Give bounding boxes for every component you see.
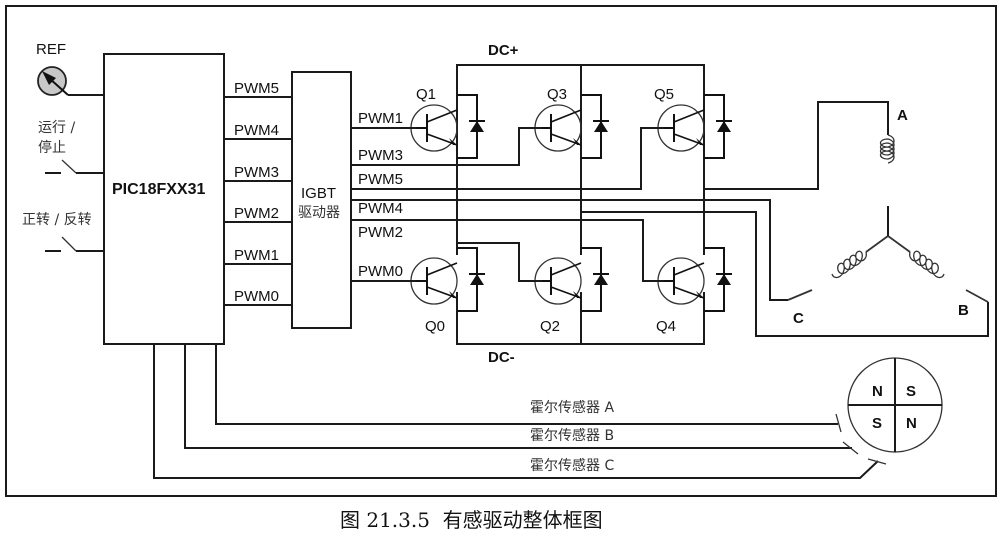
hall-b-label: 霍尔传感器 B bbox=[530, 427, 614, 444]
pole-3: S bbox=[872, 415, 882, 432]
hall-a-label: 霍尔传感器 A bbox=[530, 399, 614, 416]
direction-label: 正转 / 反转 bbox=[22, 212, 92, 228]
drv-pwm4: PWM4 bbox=[358, 200, 403, 217]
run-stop-label-1: 运行 / bbox=[38, 120, 75, 136]
drv-pwm5: PWM5 bbox=[358, 171, 403, 188]
q0-transistor-icon bbox=[410, 247, 485, 312]
rotor-icon bbox=[847, 357, 943, 453]
drv-pwm3: PWM3 bbox=[358, 147, 403, 164]
phase-wires bbox=[457, 101, 989, 337]
controller-pwm-lines bbox=[224, 96, 292, 306]
direction-switch-icon bbox=[45, 236, 104, 252]
controller-block bbox=[103, 53, 225, 345]
dc-plus-label: DC+ bbox=[488, 42, 519, 59]
q2-label: Q2 bbox=[540, 318, 560, 335]
q5-label: Q5 bbox=[654, 86, 674, 103]
phase-b-label: B bbox=[958, 302, 969, 319]
run-stop-switch-icon bbox=[45, 159, 104, 174]
hall-c-label: 霍尔传感器 C bbox=[530, 457, 614, 474]
phase-a-label: A bbox=[897, 107, 908, 124]
motor-windings bbox=[787, 132, 989, 303]
q4-label: Q4 bbox=[656, 318, 676, 335]
hall-sensor-marks bbox=[835, 413, 887, 465]
controller-label: PIC18FXX31 bbox=[112, 181, 205, 198]
phase-c-label: C bbox=[793, 310, 804, 327]
q5-transistor-icon bbox=[657, 94, 732, 159]
q0-label: Q0 bbox=[425, 318, 445, 335]
run-stop-label-2: 停止 bbox=[38, 139, 66, 156]
drv-pwm1: PWM1 bbox=[358, 110, 403, 127]
diagram-frame bbox=[5, 5, 997, 497]
q2-transistor-icon bbox=[534, 247, 609, 312]
dc-minus-label: DC- bbox=[488, 349, 515, 366]
driver-output-wires bbox=[351, 127, 664, 282]
ctrl-pwm1: PWM1 bbox=[234, 247, 279, 264]
q3-transistor-icon bbox=[534, 94, 609, 159]
ctrl-pwm2: PWM2 bbox=[234, 205, 279, 222]
q3-label: Q3 bbox=[547, 86, 567, 103]
q1-label: Q1 bbox=[416, 86, 436, 103]
driver-label-2: 驱动器 bbox=[298, 205, 340, 221]
ctrl-pwm0: PWM0 bbox=[234, 288, 279, 305]
pole-4: N bbox=[906, 415, 917, 432]
pole-2: S bbox=[906, 383, 916, 400]
driver-label-1: IGBT bbox=[301, 185, 336, 202]
q4-transistor-icon bbox=[657, 247, 732, 312]
ref-label: REF bbox=[36, 41, 66, 58]
ctrl-pwm4: PWM4 bbox=[234, 122, 279, 139]
ref-knob-icon bbox=[37, 66, 69, 96]
ctrl-pwm5: PWM5 bbox=[234, 80, 279, 97]
drv-pwm0: PWM0 bbox=[358, 263, 403, 280]
q1-transistor-icon bbox=[410, 94, 485, 159]
figure-caption: 图 21.3.5 有感驱动整体框图 bbox=[340, 508, 603, 532]
ctrl-pwm3: PWM3 bbox=[234, 164, 279, 181]
hall-sensor-wires bbox=[153, 344, 879, 479]
drv-pwm2: PWM2 bbox=[358, 224, 403, 241]
pole-1: N bbox=[872, 383, 883, 400]
